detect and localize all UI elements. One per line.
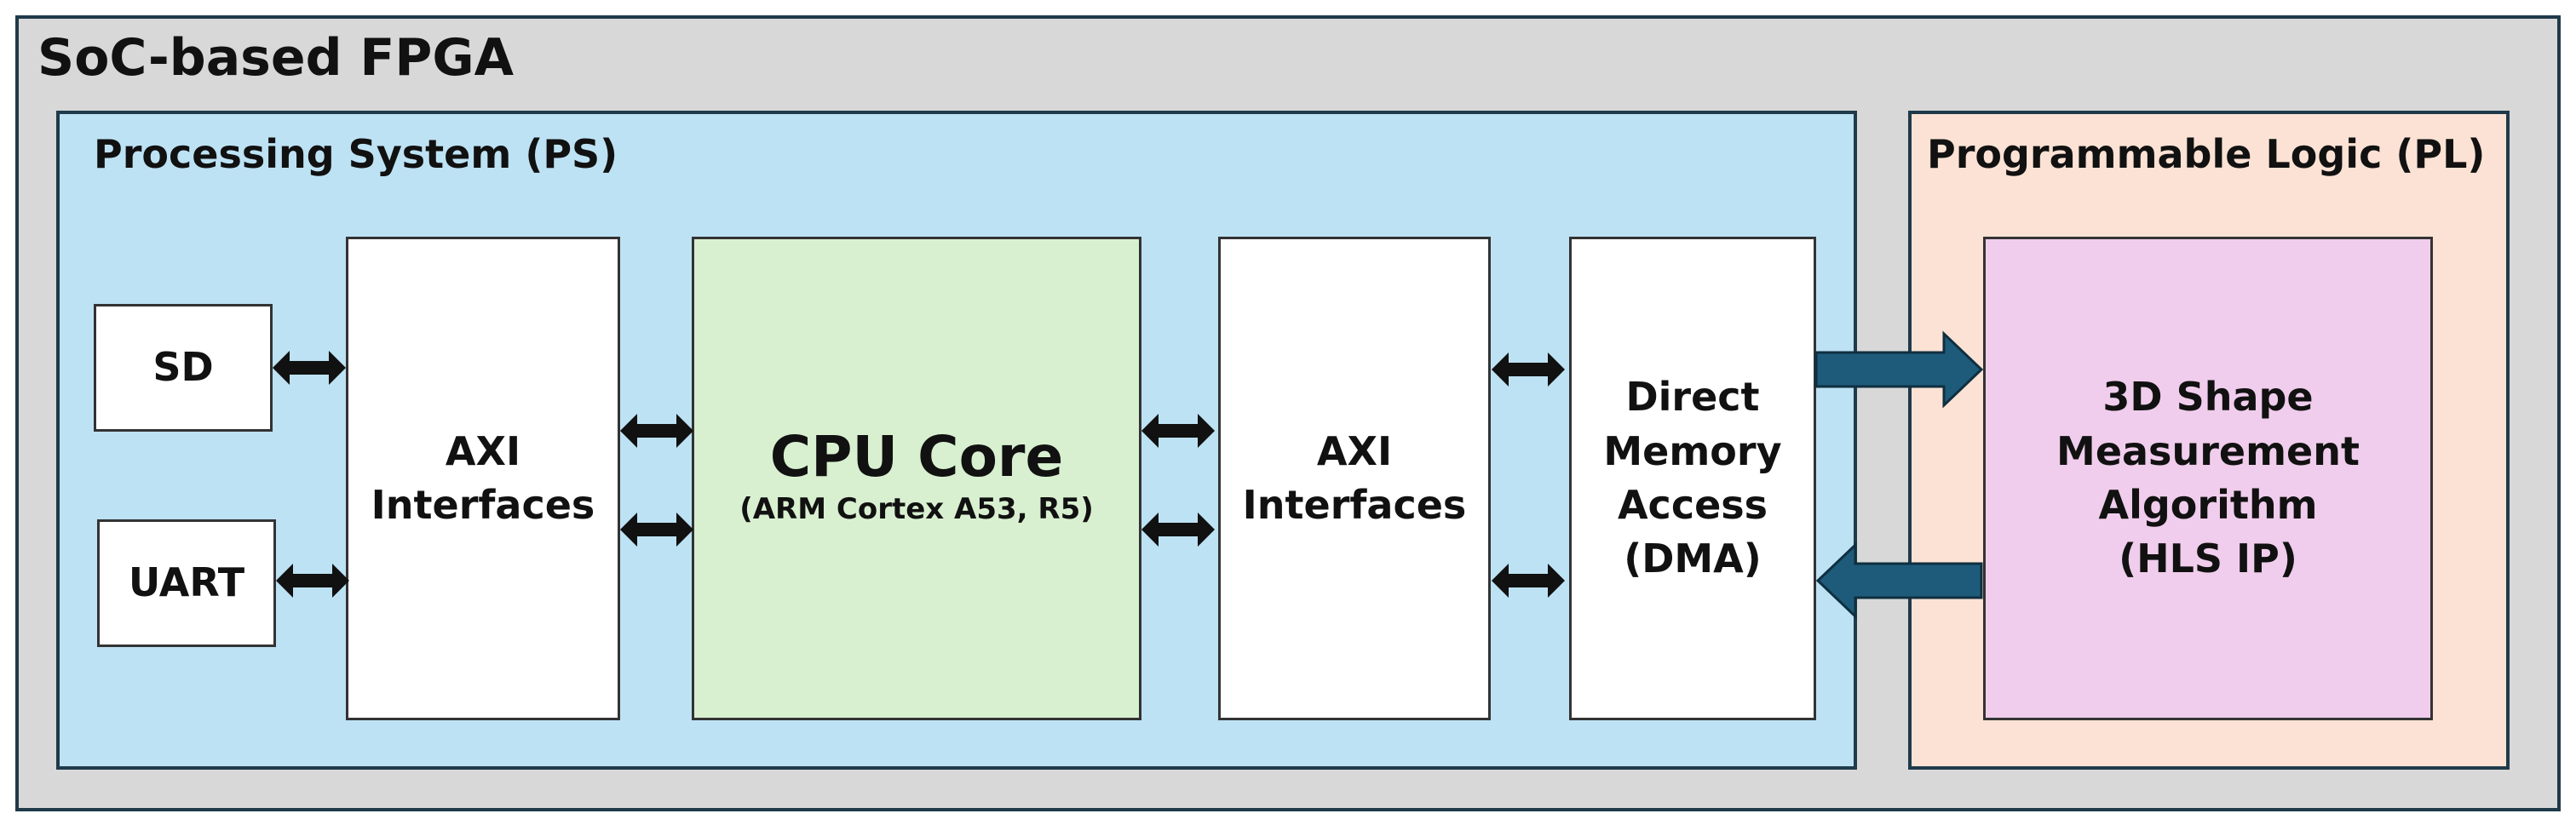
hls-line-3: Algorithm [2098, 482, 2318, 528]
processing-system-title: Processing System (PS) [94, 131, 618, 177]
axi-right-line-2: Interfaces [1242, 482, 1467, 528]
cpu-core-label: CPU Core [769, 423, 1064, 490]
hls-line-2: Measurement [2056, 427, 2360, 474]
axi-interfaces-left-block: AXI Interfaces [346, 237, 620, 720]
cpu-core-block: CPU Core (ARM Cortex A53, R5) [692, 237, 1141, 720]
hls-line-4: (HLS IP) [2119, 536, 2297, 582]
axi-left-line-2: Interfaces [371, 482, 595, 528]
axi-right-line-1: AXI [1316, 427, 1393, 474]
cpu-core-sublabel: (ARM Cortex A53, R5) [739, 491, 1094, 526]
hls-ip-block: 3D Shape Measurement Algorithm (HLS IP) [1983, 237, 2433, 720]
dma-block: Direct Memory Access (DMA) [1569, 237, 1816, 720]
programmable-logic-title: Programmable Logic (PL) [1927, 131, 2486, 177]
sd-label: SD [152, 344, 214, 391]
dma-line-1: Direct [1625, 374, 1760, 421]
sd-block: SD [94, 304, 273, 432]
dma-line-3: Access [1617, 482, 1768, 528]
axi-interfaces-right-block: AXI Interfaces [1218, 237, 1491, 720]
soc-fpga-title: SoC-based FPGA [37, 28, 515, 88]
uart-label: UART [128, 559, 245, 606]
hls-line-1: 3D Shape [2102, 374, 2314, 421]
dma-line-2: Memory [1603, 427, 1782, 474]
dma-line-4: (DMA) [1624, 536, 1762, 582]
axi-left-line-1: AXI [445, 427, 521, 474]
uart-block: UART [97, 519, 276, 647]
